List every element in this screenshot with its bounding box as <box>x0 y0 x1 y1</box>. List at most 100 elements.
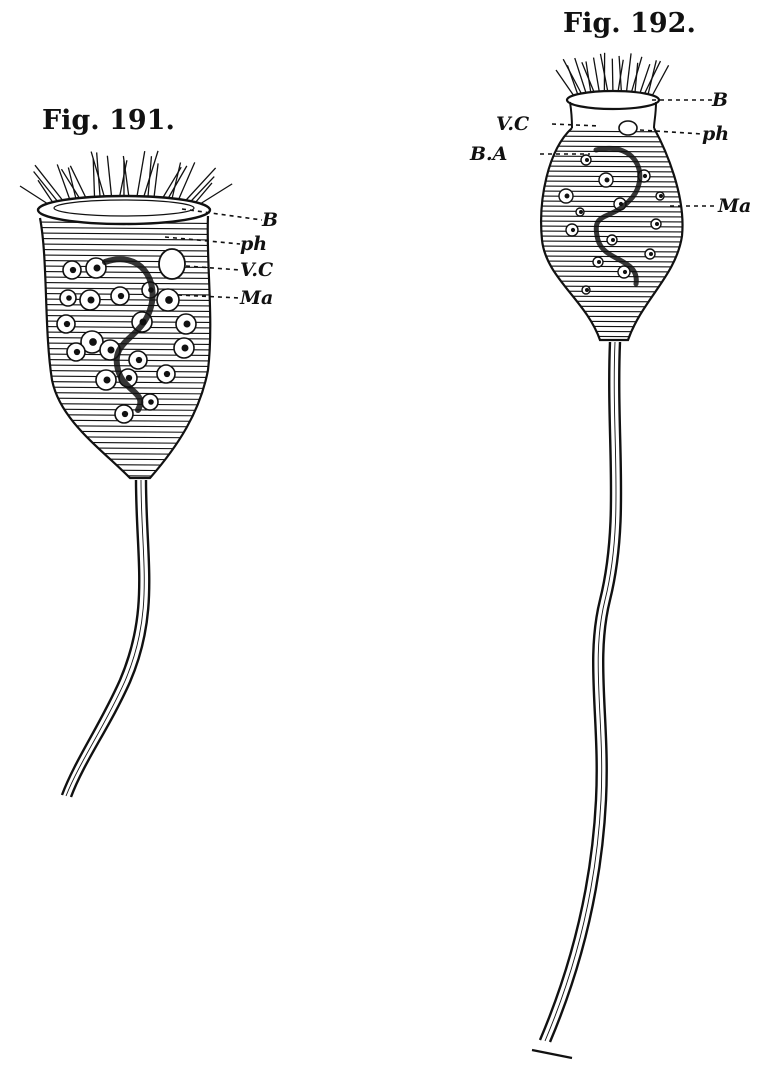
vacuole-content <box>70 267 76 273</box>
stroke <box>30 360 220 362</box>
stroke <box>530 136 690 137</box>
vorticella-figure-192: B V.C ph B.A Ma <box>469 53 751 1058</box>
stroke <box>530 306 690 307</box>
stroke <box>530 126 690 127</box>
label-b-191: B <box>261 209 278 231</box>
stroke <box>30 448 220 450</box>
stroke <box>563 59 582 96</box>
vacuole-content <box>649 252 653 256</box>
vacuole-content <box>104 377 111 384</box>
stroke <box>530 191 690 192</box>
stroke <box>530 321 690 322</box>
vacuole-content <box>122 411 128 417</box>
vacuole-content <box>94 265 101 272</box>
vacuole-content <box>611 238 615 242</box>
label-ma-191: Ma <box>239 287 273 309</box>
stroke <box>34 172 60 204</box>
stroke <box>530 166 690 167</box>
stroke <box>30 431 220 433</box>
stroke <box>530 196 690 197</box>
stroke <box>530 281 690 282</box>
vacuole-content <box>565 194 570 199</box>
stroke <box>194 183 212 204</box>
stroke <box>30 244 220 246</box>
vacuole-content <box>165 296 173 304</box>
stroke <box>594 58 600 96</box>
stroke <box>30 283 220 285</box>
stroke <box>30 365 220 367</box>
vacuole-content <box>74 349 80 355</box>
stroke <box>530 141 690 142</box>
contractile-vacuole-191 <box>159 249 185 279</box>
vacuole-content <box>605 178 610 183</box>
label-b-192: B <box>711 89 728 111</box>
vacuole-content <box>108 347 115 354</box>
stroke <box>30 255 220 257</box>
stroke <box>530 171 690 172</box>
stroke <box>530 311 690 312</box>
vacuole-content <box>579 210 583 214</box>
stroke <box>530 201 690 202</box>
stroke <box>530 231 690 232</box>
stalk-191 <box>62 480 149 797</box>
vacuole-content <box>89 338 97 346</box>
stroke <box>30 272 220 274</box>
vacuole-content <box>571 228 575 232</box>
contractile-vacuole-192 <box>619 121 637 135</box>
stroke <box>30 305 220 307</box>
vacuole-content <box>184 321 191 328</box>
stroke <box>530 286 690 287</box>
cilia-crown-192 <box>556 53 669 96</box>
vacuole-content <box>118 293 124 299</box>
stroke <box>30 266 220 268</box>
stroke <box>38 180 54 204</box>
vacuole-content <box>66 295 72 301</box>
stroke <box>530 226 690 227</box>
stroke <box>30 437 220 439</box>
stroke <box>530 291 690 292</box>
label-ma-192: Ma <box>717 195 751 217</box>
label-ba-192: B.A <box>469 143 507 165</box>
stroke <box>530 336 690 337</box>
stroke <box>30 459 220 461</box>
vacuole-content <box>126 375 132 381</box>
vacuole-content <box>148 399 154 405</box>
vacuole-content <box>655 222 659 226</box>
stroke <box>30 475 220 477</box>
stroke <box>30 310 220 312</box>
body-hatching-192 <box>530 126 690 342</box>
stroke <box>30 426 220 428</box>
stroke <box>530 206 690 207</box>
stroke <box>626 53 631 96</box>
stroke <box>30 470 220 472</box>
stroke <box>530 261 690 262</box>
vacuole-content <box>659 194 663 198</box>
vacuole-content <box>585 158 589 162</box>
stroke <box>530 326 690 327</box>
stroke <box>30 277 220 279</box>
stroke <box>530 316 690 317</box>
vacuole-content <box>164 371 170 377</box>
stroke <box>30 453 220 455</box>
vacuole-content <box>597 260 601 264</box>
stroke <box>530 221 690 222</box>
stroke <box>30 464 220 466</box>
vacuole-content <box>623 270 627 274</box>
stroke <box>530 331 690 332</box>
peristome-rim-192 <box>567 91 659 109</box>
vacuole-content <box>643 174 647 178</box>
vacuole-content <box>136 357 142 363</box>
vacuole-content <box>182 345 189 352</box>
label-ph-191: ph <box>240 233 267 255</box>
stroke <box>530 246 690 247</box>
stroke <box>530 266 690 267</box>
stroke <box>530 301 690 302</box>
stroke <box>30 442 220 444</box>
stroke <box>30 250 220 252</box>
label-ph-192: ph <box>702 123 729 145</box>
stroke <box>30 233 220 235</box>
body-outline-192 <box>541 128 682 340</box>
stroke <box>30 228 220 230</box>
stroke <box>30 393 220 395</box>
